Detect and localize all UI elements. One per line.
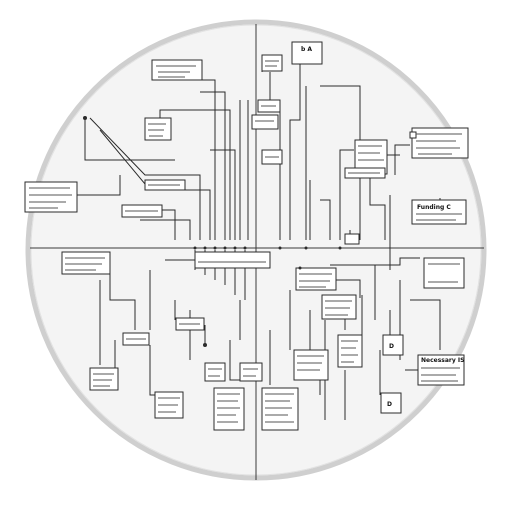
box-upper-left-small [144, 117, 172, 141]
box-upper-center-mid [251, 114, 279, 130]
box-left-mid [24, 181, 78, 213]
box-center-bar [194, 251, 271, 269]
box-lower-center-b [239, 362, 263, 382]
lower-right-e-label: D [387, 401, 392, 408]
box-bottom-right [417, 354, 465, 386]
right-mid-label: Funding C [417, 204, 451, 211]
box-lower-right-a [293, 349, 329, 381]
box-right-mid2 [423, 257, 465, 289]
lower-right-d-label: D [389, 343, 394, 350]
box-lower-center-c [213, 387, 245, 431]
box-center-right-small [344, 233, 360, 245]
box-top-center-small [261, 54, 283, 72]
box-right-top [411, 127, 469, 159]
box-left-lower-header [61, 251, 111, 275]
box-text-lines [29, 60, 462, 423]
box-lower-right-e [380, 392, 402, 414]
box-upper-right-dash [409, 131, 417, 139]
box-lower-center-d [261, 387, 299, 431]
box-lower-right-d [382, 334, 404, 356]
box-top-left [151, 59, 203, 81]
bottom-right-label: Necessary IS [421, 357, 464, 364]
top-center-letters-label: b A [301, 46, 312, 53]
junction-dots [83, 116, 342, 347]
box-lower-left-c [89, 367, 119, 391]
box-top-center-letters [291, 41, 323, 65]
box-lower-center-a [204, 362, 226, 382]
